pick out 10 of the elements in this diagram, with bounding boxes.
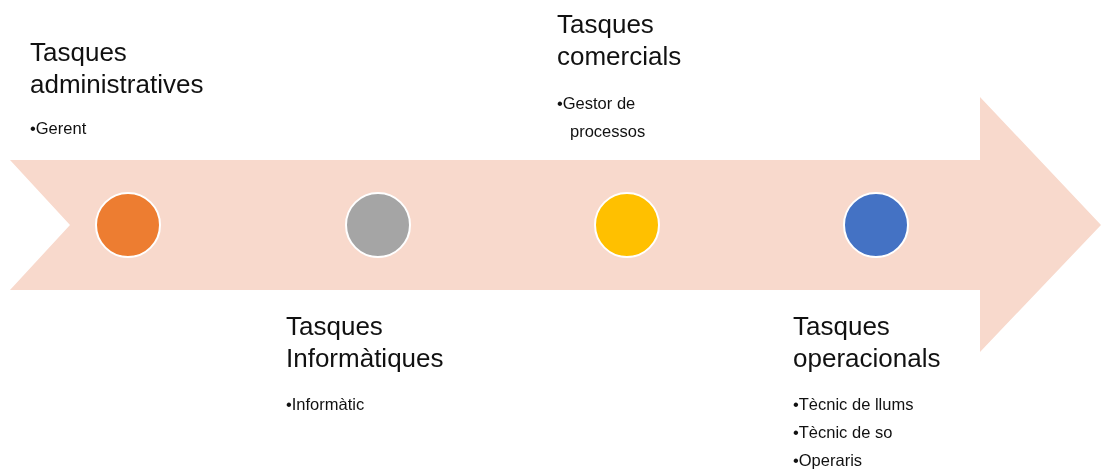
role-item: •Operaris xyxy=(793,450,864,471)
role-item: •Informàtic xyxy=(286,394,366,415)
stage-heading: Tasques administratives xyxy=(30,36,205,100)
role-item: •Gestor de processos xyxy=(557,93,647,142)
role-item: •Tècnic de llums xyxy=(793,394,915,415)
stage-heading: Tasques operacionals xyxy=(793,310,942,374)
role-item: •Tècnic de so xyxy=(793,422,894,443)
stage-heading: Tasques Informàtiques xyxy=(286,310,445,374)
stage-heading: Tasques comercials xyxy=(557,8,683,72)
role-item: •Gerent xyxy=(30,118,88,139)
